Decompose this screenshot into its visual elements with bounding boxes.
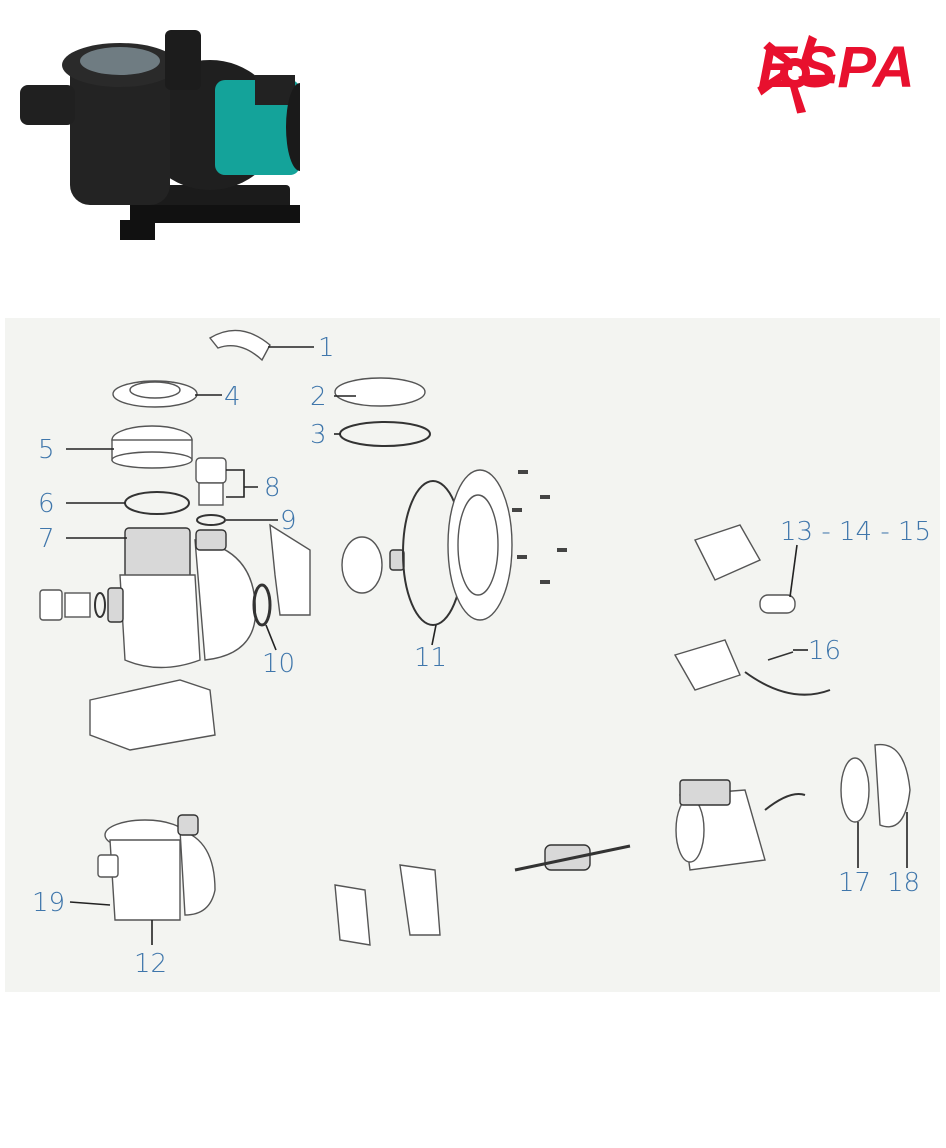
label-part-7: 7 <box>38 524 55 554</box>
label-part-4: 4 <box>224 382 241 412</box>
motor <box>675 779 806 871</box>
part-18-fan-cover <box>874 743 911 828</box>
seal-plate <box>447 469 513 621</box>
terminal-box <box>673 639 831 696</box>
label-part-18: 18 <box>887 868 920 898</box>
label-part-6: 6 <box>38 489 55 519</box>
part-1-clamp <box>208 329 271 362</box>
brand-name: ESPA <box>758 35 916 100</box>
part-10-seal <box>252 583 272 627</box>
part-13-capacitor <box>759 594 796 614</box>
label-part-16: 16 <box>808 636 841 666</box>
alt-pump-body <box>97 814 216 921</box>
exploded-parts-diagram: 1 2 4 3 5 8 6 9 7 13 - 14 - 15 10 11 16 … <box>5 318 940 992</box>
label-part-2: 2 <box>310 382 327 412</box>
label-part-8: 8 <box>264 473 281 503</box>
label-part-17: 17 <box>838 868 871 898</box>
label-part-3: 3 <box>310 420 327 450</box>
part-6-oring <box>124 491 190 515</box>
label-part-5: 5 <box>38 435 55 465</box>
label-part-10: 10 <box>262 649 295 679</box>
label-part-11: 11 <box>414 643 447 673</box>
pump-body <box>39 523 311 751</box>
part-2-ring <box>334 377 426 407</box>
motor-flange <box>334 864 441 946</box>
part-9-oring <box>196 514 226 526</box>
impeller <box>341 536 405 594</box>
label-parts-13-14-15: 13 - 14 - 15 <box>780 517 931 547</box>
part-5-nut <box>111 425 193 469</box>
label-part-19: 19 <box>32 888 65 918</box>
pump-product-photo <box>20 30 300 240</box>
rotor-shaft <box>514 844 631 872</box>
part-4-lid <box>112 380 198 408</box>
espa-logo-icon <box>754 35 838 117</box>
part-3-oring <box>339 421 431 447</box>
label-part-9: 9 <box>280 506 297 536</box>
screws <box>512 470 567 584</box>
part-17-fan <box>840 757 870 823</box>
part-16-cable <box>767 651 794 661</box>
label-part-1: 1 <box>318 333 335 363</box>
part-8-union <box>195 457 227 506</box>
label-part-12: 12 <box>134 949 167 979</box>
terminal-box-cover <box>694 524 761 581</box>
